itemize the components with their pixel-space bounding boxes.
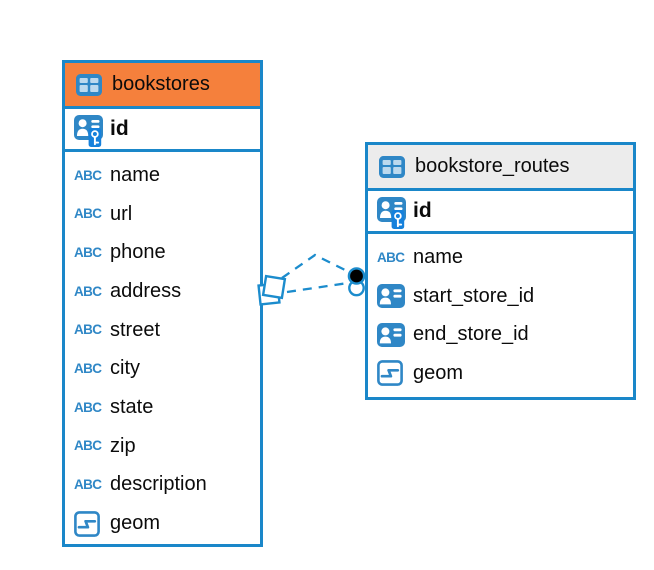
text-type-icon: ABC [377, 249, 405, 265]
diamond-front [261, 274, 287, 300]
column-row-geom[interactable]: geom [368, 354, 633, 393]
text-type-icon: ABC [74, 322, 102, 338]
column-row-address[interactable]: ABC address [65, 272, 260, 311]
column-row-phone[interactable]: ABC phone [65, 233, 260, 272]
primary-key-icon [377, 191, 413, 231]
column-label: city [110, 357, 140, 380]
text-type-icon: ABC [74, 167, 102, 183]
foreign-key-icon [377, 322, 413, 347]
column-label: geom [413, 361, 464, 384]
table-icon [76, 73, 102, 96]
text-type-icon: ABC [74, 438, 102, 454]
column-row-description[interactable]: ABC description [65, 466, 260, 505]
relationship-line-upper[interactable] [281, 253, 352, 279]
relationship-line-lower[interactable] [286, 281, 349, 294]
column-label: end_store_id [413, 323, 529, 346]
foreign-key-icon [377, 284, 413, 309]
column-label: name [110, 163, 161, 186]
column-row-url[interactable]: ABC url [65, 195, 260, 234]
text-type-icon: ABC [74, 477, 102, 493]
dot-front [347, 267, 366, 285]
column-row-name[interactable]: ABC name [65, 156, 260, 195]
table-title: bookstore_routes [415, 155, 570, 177]
column-label: state [110, 395, 154, 418]
column-row-street[interactable]: ABC street [65, 311, 260, 350]
column-label: url [110, 202, 133, 225]
column-label: address [110, 279, 182, 302]
table-bookstore-routes[interactable]: bookstore_routes id ABC name start_store_i… [365, 142, 636, 400]
text-type-icon: ABC [74, 361, 102, 377]
table-header[interactable]: bookstores [65, 63, 260, 109]
primary-key-icon [74, 109, 110, 149]
column-label: zip [110, 434, 136, 457]
column-row-zip[interactable]: ABC zip [65, 427, 260, 466]
relationship-diamond-marker[interactable] [257, 274, 287, 306]
column-label: name [413, 245, 464, 268]
geometry-type-icon [74, 510, 110, 537]
column-row-state[interactable]: ABC state [65, 388, 260, 427]
column-label: geom [110, 512, 161, 535]
text-type-icon: ABC [74, 283, 102, 299]
column-row-city[interactable]: ABC city [65, 349, 260, 388]
primary-key-label: id [413, 199, 432, 222]
relationship-dot-marker[interactable] [347, 267, 366, 297]
table-icon [379, 155, 405, 178]
column-row-end_store_id[interactable]: end_store_id [368, 315, 633, 354]
column-row-name[interactable]: ABC name [368, 238, 633, 277]
column-label: start_store_id [413, 284, 535, 307]
primary-key-row[interactable]: id [368, 191, 633, 234]
text-type-icon: ABC [74, 206, 102, 222]
primary-key-label: id [110, 117, 129, 140]
text-type-icon: ABC [74, 244, 102, 260]
column-label: phone [110, 241, 166, 264]
text-type-icon: ABC [74, 399, 102, 415]
column-label: description [110, 473, 207, 496]
table-header[interactable]: bookstore_routes [368, 145, 633, 191]
column-label: street [110, 318, 161, 341]
table-title: bookstores [112, 73, 210, 95]
primary-key-row[interactable]: id [65, 109, 260, 152]
column-row-geom[interactable]: geom [65, 504, 260, 543]
column-row-start_store_id[interactable]: start_store_id [368, 277, 633, 316]
geometry-type-icon [377, 360, 413, 387]
